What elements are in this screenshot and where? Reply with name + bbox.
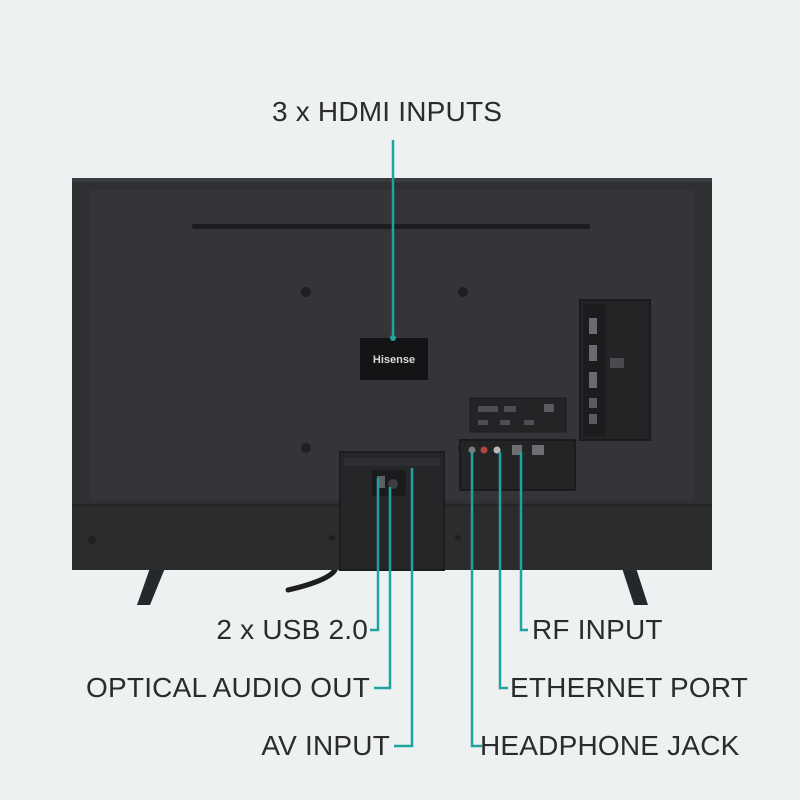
rear-port	[504, 406, 516, 412]
callout-dot-hdmi	[390, 335, 396, 341]
callout-line-rf	[519, 452, 528, 632]
rear-port-strip	[469, 397, 567, 433]
label-ethernet-port: ETHERNET PORT	[510, 672, 749, 703]
brand-plate	[360, 338, 428, 380]
callout-lines	[370, 140, 528, 748]
label-av-input: AV INPUT	[261, 730, 390, 761]
callout-line-usb	[370, 478, 380, 632]
callout-line-optical	[374, 487, 392, 690]
brand-logo: Hisense	[373, 354, 415, 366]
rear-port	[544, 404, 554, 412]
side-port	[589, 398, 597, 408]
hdmi-port	[589, 345, 597, 361]
callout-line-av	[394, 468, 414, 748]
label-optical-audio-out: OPTICAL AUDIO OUT	[86, 672, 370, 703]
tv-leg-right	[622, 568, 648, 605]
rf-port	[532, 445, 544, 455]
vesa-screw-hole	[458, 287, 468, 297]
ethernet-port	[512, 445, 522, 455]
vesa-screw-hole	[301, 443, 311, 453]
callout-line-headphone	[470, 452, 482, 748]
side-port	[589, 414, 597, 424]
hdmi-port	[589, 318, 597, 334]
av-jack-red	[480, 446, 488, 454]
side-port-recess	[583, 304, 605, 436]
headphone-jack	[468, 446, 476, 454]
bottom-port-plate	[339, 451, 445, 571]
bottom-port-plate-edge	[344, 458, 440, 466]
screw	[329, 535, 335, 541]
usb-port	[377, 476, 385, 488]
av-jack-white	[493, 446, 501, 454]
tv-leg-left	[137, 568, 165, 605]
rear-port	[500, 420, 510, 425]
screw	[88, 536, 96, 544]
vesa-screw-hole	[301, 287, 311, 297]
rear-port	[478, 406, 498, 412]
callout-line-ethernet	[498, 452, 508, 690]
rear-port	[524, 420, 534, 425]
screw	[455, 535, 461, 541]
rear-port	[478, 420, 488, 425]
label-hdmi-inputs: 3 x HDMI INPUTS	[272, 96, 503, 127]
hdmi-port	[589, 372, 597, 388]
label-usb: 2 x USB 2.0	[216, 614, 368, 645]
label-rf-input: RF INPUT	[532, 614, 663, 645]
power-cable	[285, 567, 338, 593]
label-headphone-jack: HEADPHONE JACK	[480, 730, 740, 761]
port-label-tag	[610, 358, 624, 368]
optical-port	[388, 479, 398, 489]
vent-slot	[192, 224, 590, 229]
